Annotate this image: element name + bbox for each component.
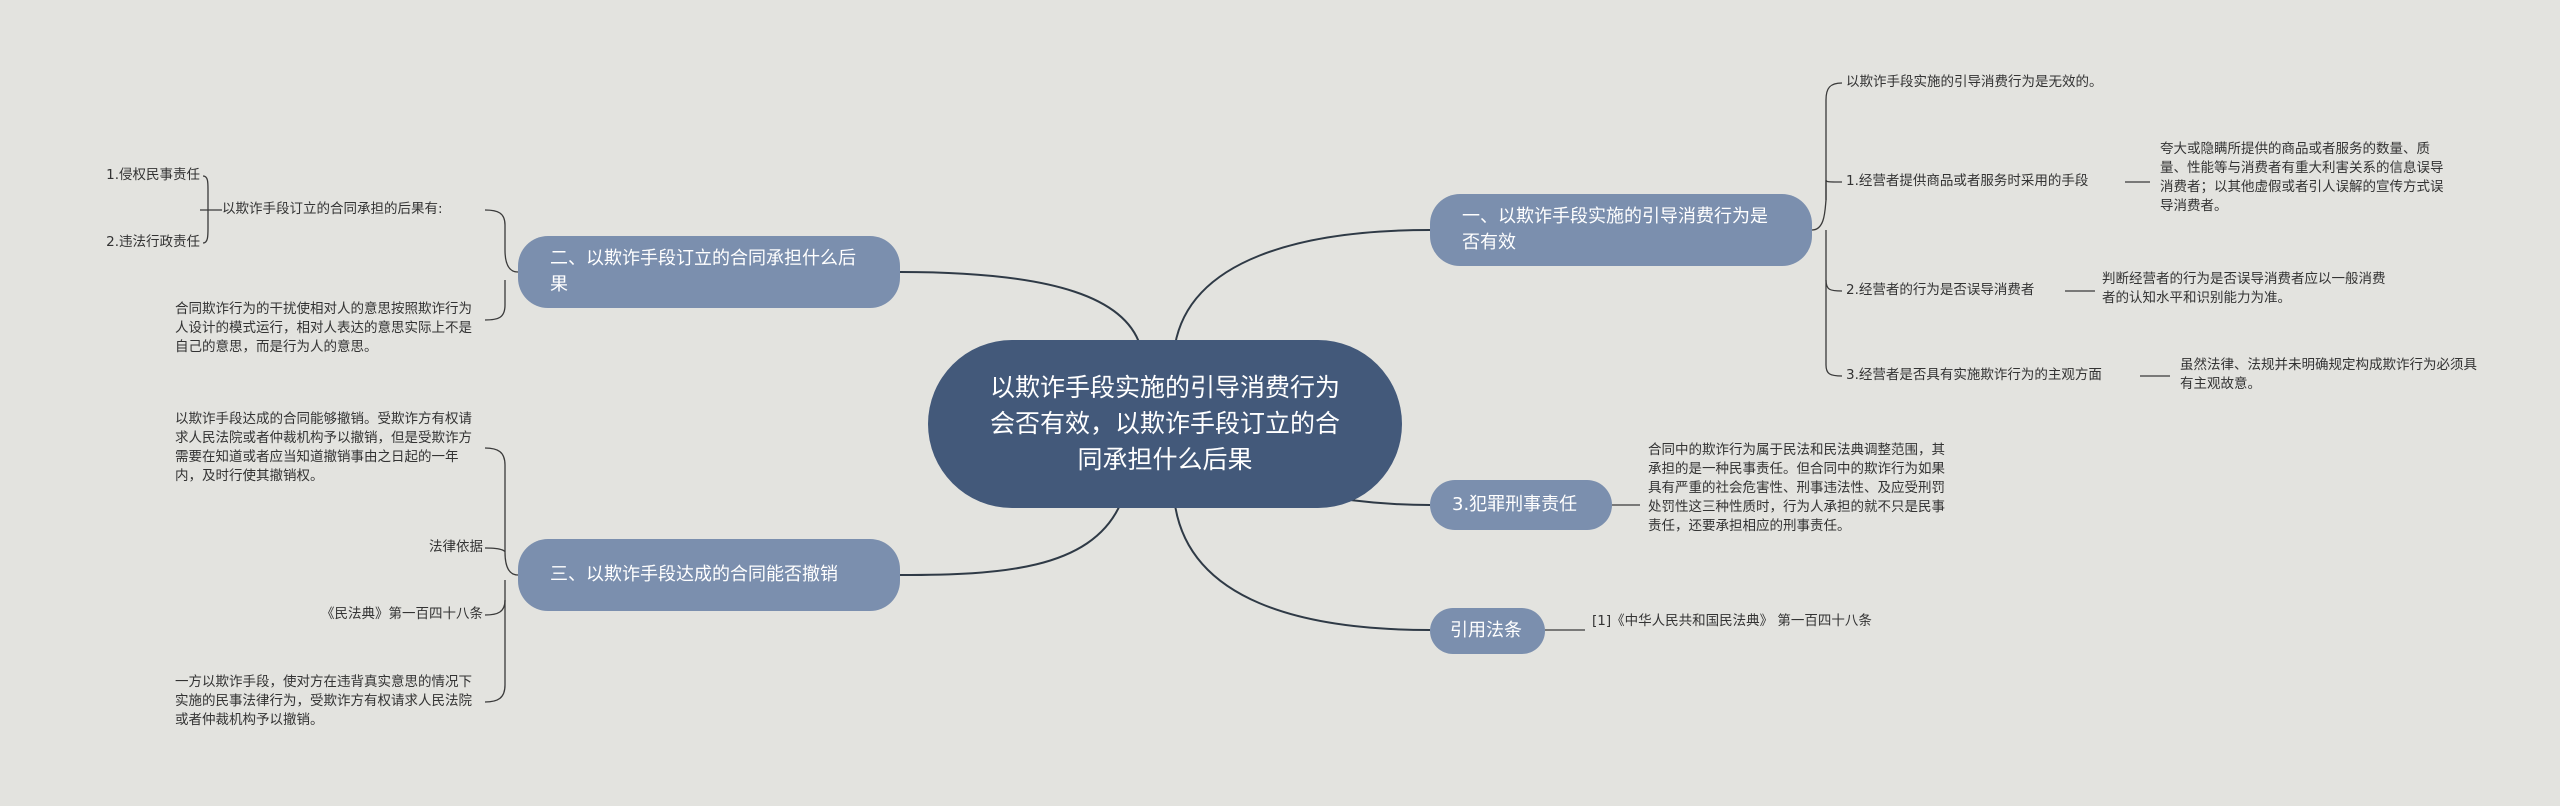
validity-item-3: 3.经营者是否具有实施欺诈行为的主观方面 (1846, 367, 2102, 383)
civil-code-article: 《民法典》第一百四十八条 (321, 606, 483, 622)
validity-item-2-detail: 判断经营者的行为是否误导消费者应以一般消费者的认知水平和识别能力为准。 (2102, 271, 2386, 306)
validity-item-1-detail: 夸大或隐瞒所提供的商品或者服务的数量、质量、性能等与消费者有重大利害关系的信息误… (2160, 141, 2444, 214)
legal-basis-label: 法律依据 (429, 539, 483, 555)
branch-validity[interactable]: 一、以欺诈手段实施的引导消费行为是否有效 (1430, 194, 1812, 266)
validity-item-1: 1.经营者提供商品或者服务时采用的手段 (1846, 173, 2089, 189)
branch-consequences[interactable]: 二、以欺诈手段订立的合同承担什么后果 (518, 236, 900, 308)
branch-cited-law[interactable]: 引用法条 (1430, 608, 1545, 654)
consequence-civil: 1.侵权民事责任 (106, 167, 200, 183)
validity-item-2: 2.经营者的行为是否误导消费者 (1846, 282, 2035, 298)
consequences-note: 合同欺诈行为的干扰使相对人的意思按照欺诈行为人设计的模式运行，相对人表达的意思实… (175, 301, 472, 355)
revocability-p1: 以欺诈手段达成的合同能够撤销。受欺诈方有权请求人民法院或者仲裁机构予以撤销，但是… (175, 411, 472, 484)
criminal-liability-detail: 合同中的欺诈行为属于民法和民法典调整范围，其承担的是一种民事责任。但合同中的欺诈… (1648, 442, 1945, 534)
cited-law-detail: [1]《中华人民共和国民法典》 第一百四十八条 (1592, 613, 1872, 629)
revocability-p2: 一方以欺诈手段，使对方在违背真实意思的情况下实施的民事法律行为，受欺诈方有权请求… (175, 674, 472, 728)
consequence-administrative: 2.违法行政责任 (106, 234, 200, 250)
validity-intro: 以欺诈手段实施的引导消费行为是无效的。 (1846, 74, 2103, 90)
branch-criminal-liability[interactable]: 3.犯罪刑事责任 (1430, 480, 1612, 530)
branch-revocability[interactable]: 三、以欺诈手段达成的合同能否撤销 (518, 539, 900, 611)
center-topic[interactable]: 以欺诈手段实施的引导消费行为会否有效，以欺诈手段订立的合同承担什么后果 (928, 340, 1402, 508)
consequences-sub: 以欺诈手段订立的合同承担的后果有: (222, 201, 443, 217)
validity-item-3-detail: 虽然法律、法规并未明确规定构成欺诈行为必须具有主观故意。 (2180, 357, 2477, 392)
